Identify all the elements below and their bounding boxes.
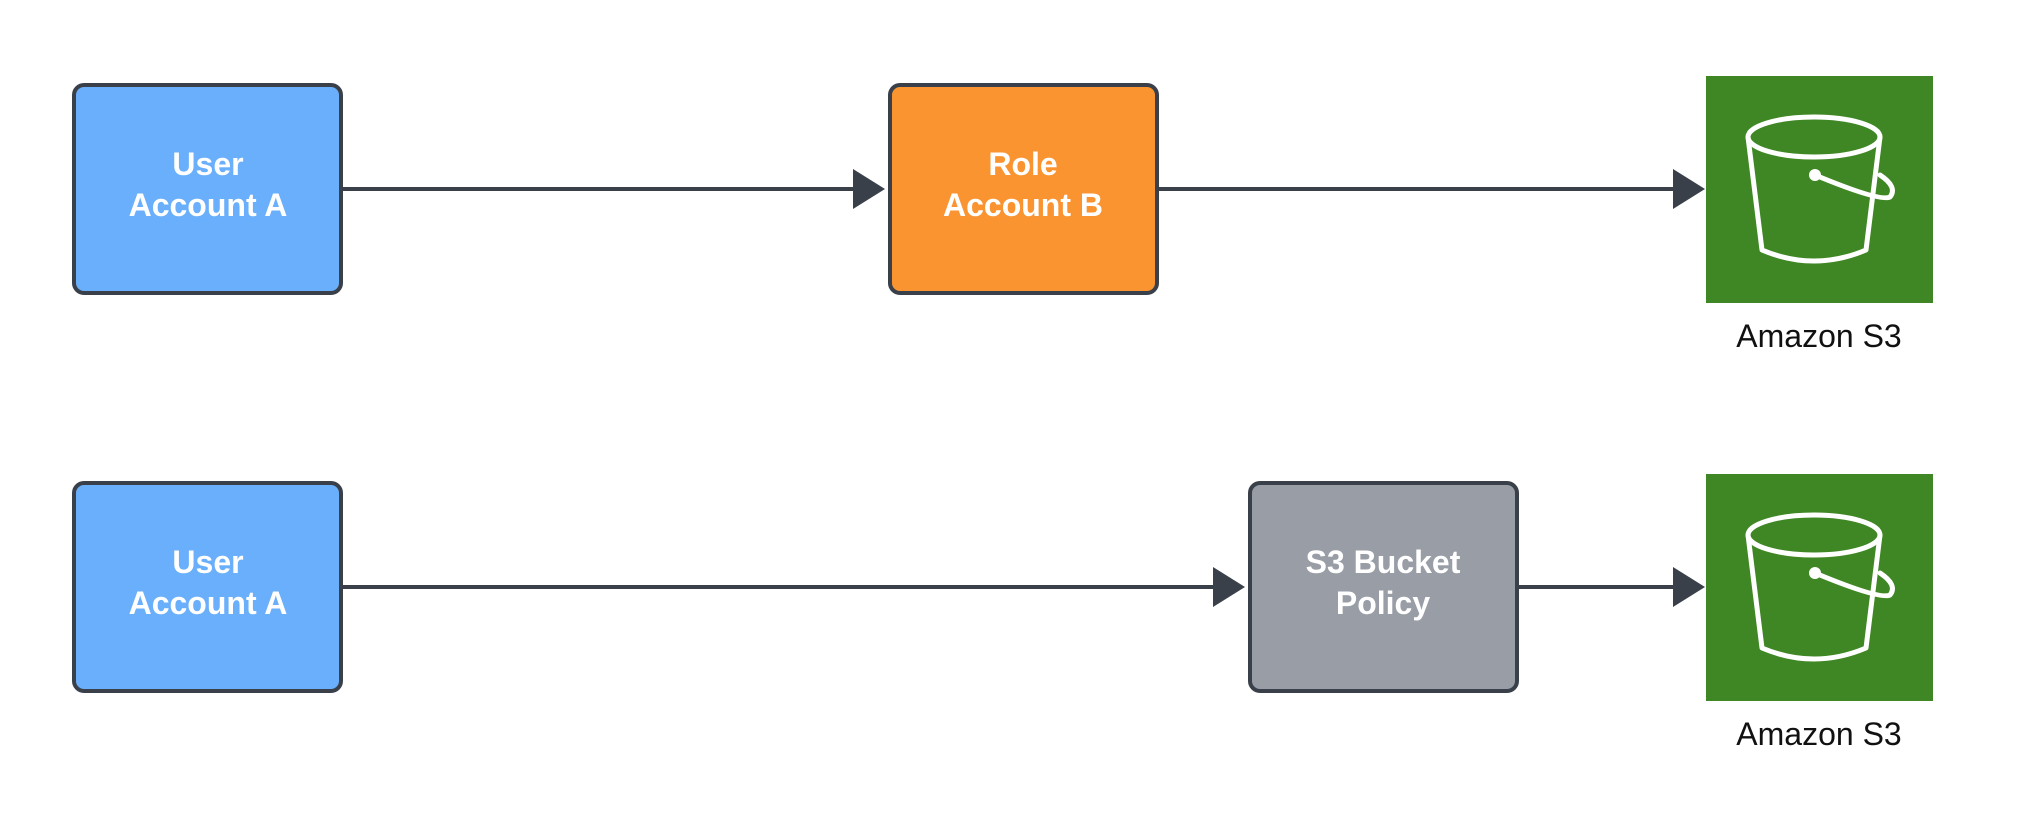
user-node-box xyxy=(72,481,343,693)
amazon-s3-node[interactable]: Amazon S3 xyxy=(1706,76,1933,354)
s3-caption: Amazon S3 xyxy=(1736,318,1901,354)
row-role-access: User Account A Role Account B Amazon S3 xyxy=(72,76,1933,354)
amazon-s3-node-2[interactable]: Amazon S3 xyxy=(1706,474,1933,752)
arrow-role-to-s3 xyxy=(1156,169,1705,209)
role-node-label-line1: Role xyxy=(988,146,1057,182)
role-node-label-line2: Account B xyxy=(943,187,1103,223)
bucket-icon xyxy=(1745,114,1895,264)
user-node-box xyxy=(72,83,343,295)
row-bucket-policy-access: User Account A S3 Bucket Policy Amazon S… xyxy=(72,474,1933,752)
bucket-icon xyxy=(1745,512,1895,662)
user-node-label-line1: User xyxy=(172,544,243,580)
s3-node-box xyxy=(1706,76,1933,303)
user-node-label-line1: User xyxy=(172,146,243,182)
s3-caption: Amazon S3 xyxy=(1736,716,1901,752)
s3-bucket-policy-node[interactable]: S3 Bucket Policy xyxy=(1248,481,1519,693)
policy-node-label-line2: Policy xyxy=(1336,585,1430,621)
user-account-a-node[interactable]: User Account A xyxy=(72,83,343,295)
policy-node-label-line1: S3 Bucket xyxy=(1306,544,1461,580)
arrow-user-to-policy xyxy=(340,567,1245,607)
user-node-label-line2: Account A xyxy=(129,585,288,621)
user-account-a-node-2[interactable]: User Account A xyxy=(72,481,343,693)
s3-node-box xyxy=(1706,474,1933,701)
role-account-b-node[interactable]: Role Account B xyxy=(888,83,1159,295)
arrow-policy-to-s3 xyxy=(1516,567,1705,607)
role-node-box xyxy=(888,83,1159,295)
policy-node-box xyxy=(1248,481,1519,693)
arrow-user-to-role xyxy=(340,169,885,209)
user-node-label-line2: Account A xyxy=(129,187,288,223)
